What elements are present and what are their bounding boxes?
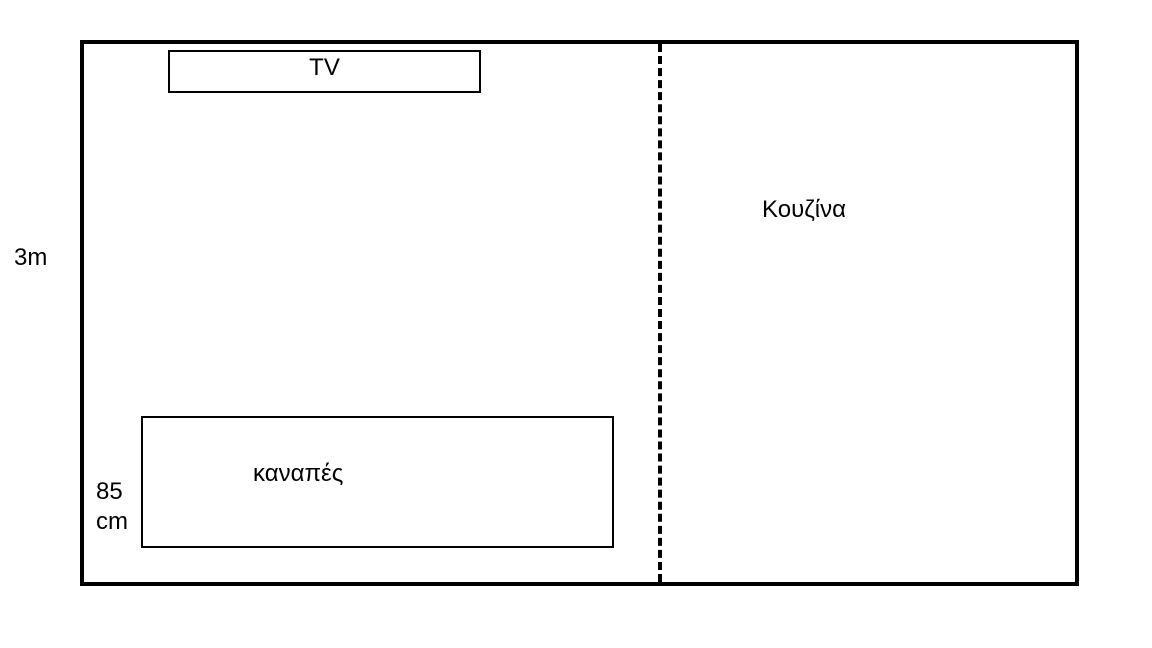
room-height-label: 3m <box>14 244 48 271</box>
room-outline <box>80 40 1079 586</box>
sofa-depth-label: 85 cm <box>96 477 128 537</box>
sofa: καναπές <box>141 416 614 548</box>
sofa-depth-unit: cm <box>96 508 128 535</box>
tv-unit: TV <box>168 50 481 93</box>
sofa-label: καναπές <box>253 460 344 487</box>
tv-label: TV <box>309 54 340 81</box>
sofa-depth-value: 85 <box>96 478 123 505</box>
kitchen-label: Κουζίνα <box>762 196 846 223</box>
room-divider-dashed-line <box>658 44 662 582</box>
